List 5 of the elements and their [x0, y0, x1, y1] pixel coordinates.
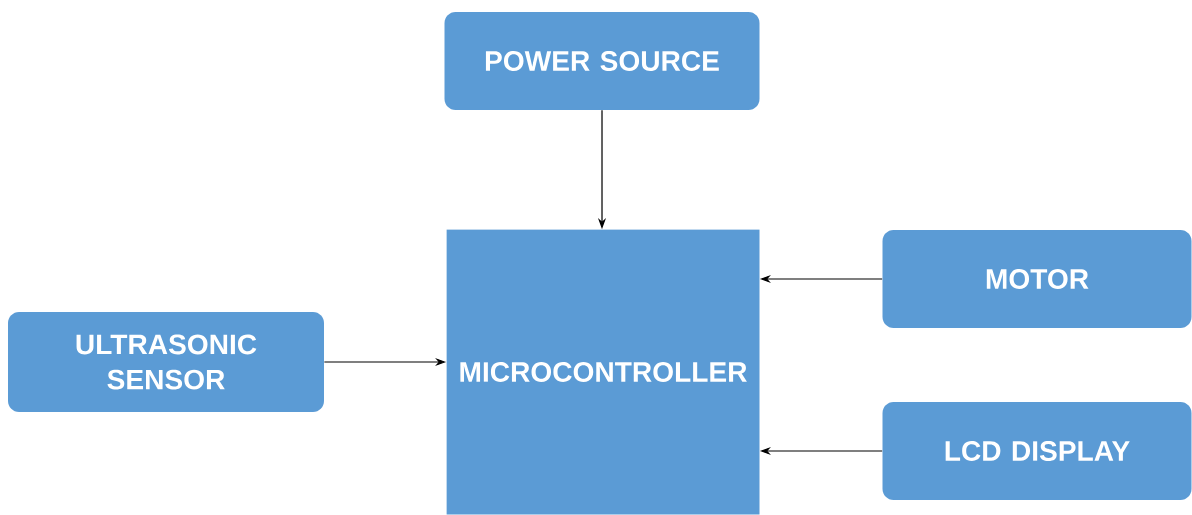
process-box: POWER SOURCE: [444, 12, 760, 110]
process-box: LCD DISPLAY: [882, 402, 1192, 500]
process-box: ULTRASONIC SENSOR: [8, 312, 324, 412]
microcontroller-block: MICROCONTROLLER: [446, 229, 760, 515]
process-box: MOTOR: [882, 230, 1192, 328]
